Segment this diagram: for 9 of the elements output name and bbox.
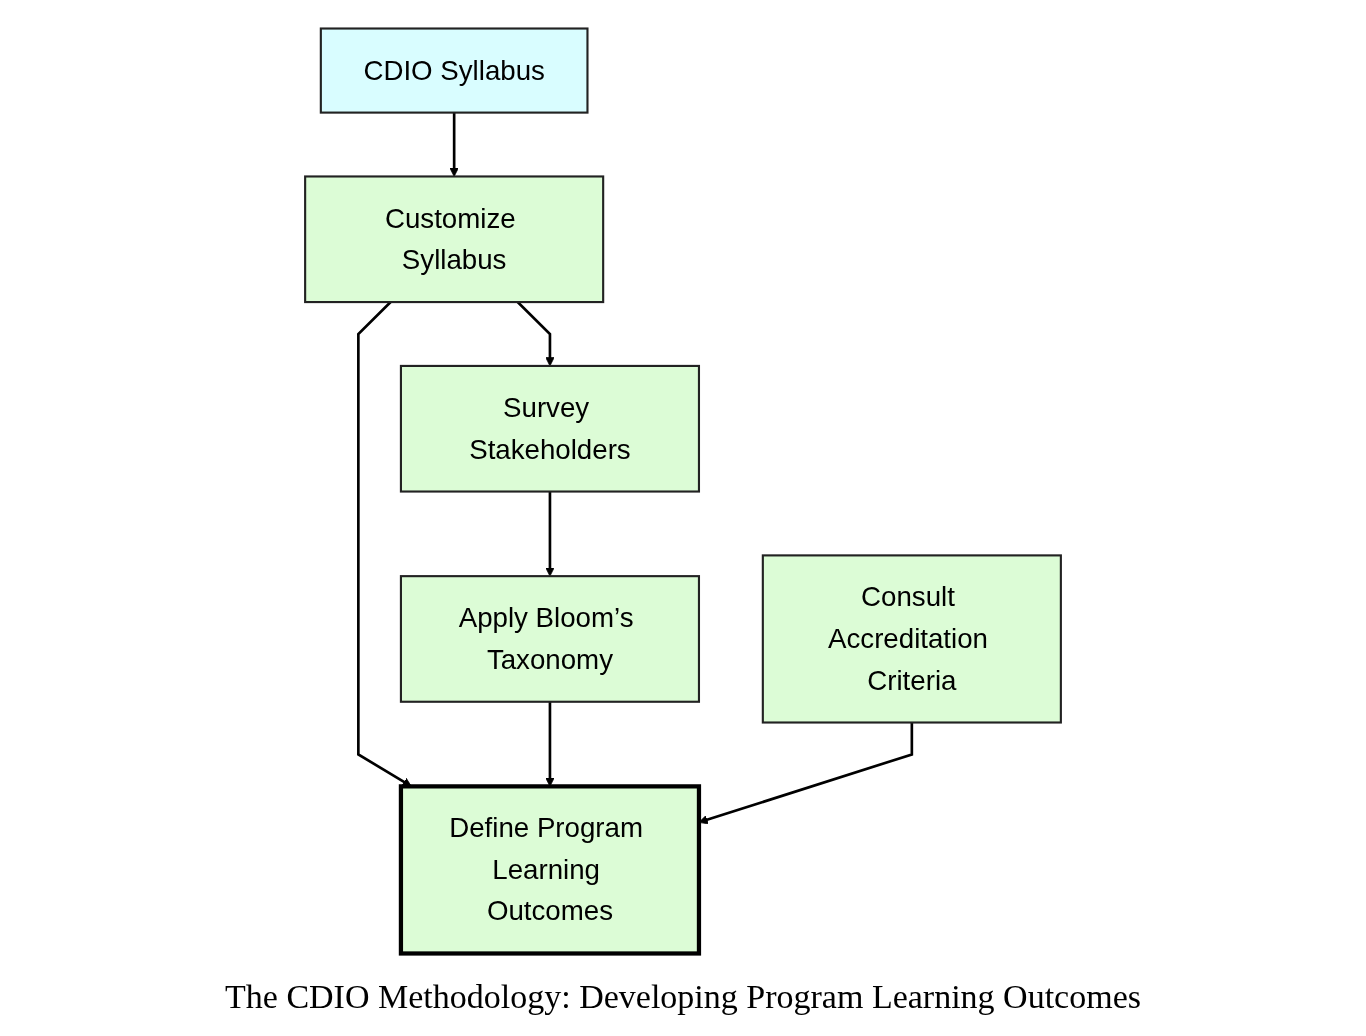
node-box: Define Program Learning Outcomes: [398, 784, 702, 956]
arrow: [449, 112, 459, 177]
arrow: [545, 491, 555, 577]
node-box: Consult Accreditation Criteria: [761, 554, 1062, 724]
caption: The CDIO Methodology: Developing Program Learning Outcomes: [225, 978, 1141, 1016]
node-box: Customize Syllabus: [304, 175, 605, 304]
node-box: Survey Stakeholders: [399, 364, 701, 493]
node-box: CDIO Syllabus: [319, 27, 589, 114]
node-box: Apply Bloom’s Taxonomy: [399, 575, 701, 703]
